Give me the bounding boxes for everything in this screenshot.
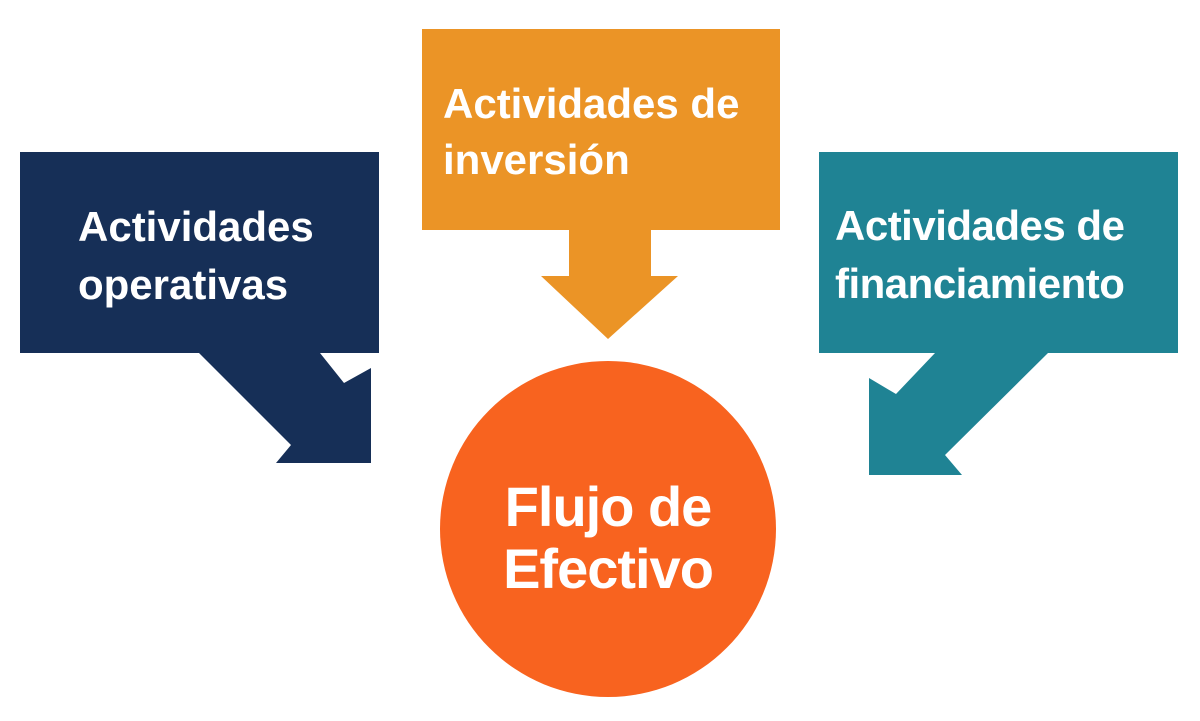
- financing-activities-label-line1: Actividades de: [835, 202, 1125, 249]
- operating-activities-label-line2: operativas: [78, 261, 289, 308]
- operating-activities-label: Actividades operativas: [78, 198, 314, 314]
- cash-flow-circle: [440, 361, 776, 697]
- cash-flow-label-line1: Flujo de: [504, 475, 713, 538]
- investing-activities-label-line1: Actividades de: [443, 80, 740, 127]
- investing-activities-label: Actividades de inversión: [443, 76, 739, 188]
- financing-activities-label-line2: financiamiento: [835, 260, 1125, 307]
- financing-activities-callout: [819, 152, 1178, 475]
- investing-activities-callout: [422, 29, 780, 339]
- investing-activities-label-line2: inversión: [443, 136, 630, 183]
- operating-activities-label-line1: Actividades: [78, 203, 314, 250]
- cash-flow-label-line2: Efectivo: [503, 537, 714, 600]
- financing-activities-label: Actividades de financiamiento: [835, 197, 1125, 313]
- operating-activities-callout: [20, 152, 379, 463]
- cash-flow-label: Flujo de Efectivo: [440, 476, 776, 600]
